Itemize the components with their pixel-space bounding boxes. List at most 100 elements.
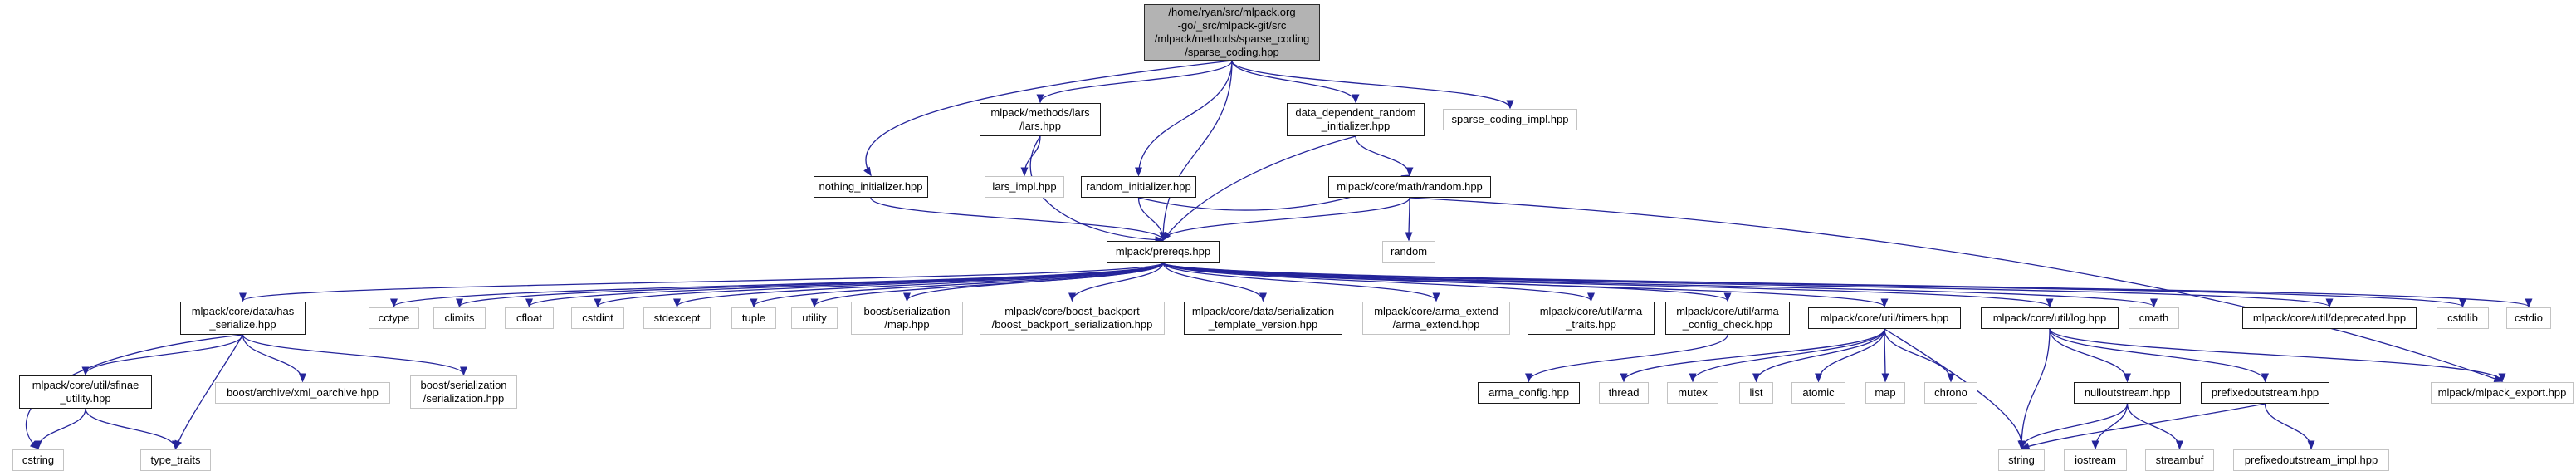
edge-log-to-prefixedoutstream xyxy=(2049,328,2269,383)
edge-nothing-to-prereqs xyxy=(870,197,1167,242)
edge-nulloutstream-to-streambuf xyxy=(2126,403,2183,450)
node-streambuf: streambuf xyxy=(2145,449,2214,471)
edge-prereqs-to-arma_extend xyxy=(1162,262,1440,302)
node-cfloat: cfloat xyxy=(505,307,554,329)
edge-timers-to-thread xyxy=(1620,328,1885,383)
edge-math_random-to-random xyxy=(1405,197,1413,242)
node-climits: climits xyxy=(433,307,486,329)
edge-has_serialize-to-boost_ser xyxy=(242,334,467,376)
edge-prereqs-to-ser_tmpl xyxy=(1162,262,1267,302)
edge-prereqs-to-log xyxy=(1162,262,2054,308)
edge-prereqs-to-arma_config_check xyxy=(1162,262,1732,302)
edge-math_random-to-prereqs xyxy=(1159,197,1410,242)
edge-has_serialize-to-xml_oarchive xyxy=(242,334,306,383)
node-atomic: atomic xyxy=(1791,382,1845,404)
edge-prereqs-to-has_serialize xyxy=(239,262,1164,302)
node-arma_traits[interactable]: mlpack/core/util/arma _traits.hpp xyxy=(1528,302,1655,335)
node-arma_extend: mlpack/core/arma_extend /arma_extend.hpp xyxy=(1362,302,1510,335)
edge-prereqs-to-arma_traits xyxy=(1162,262,1595,302)
edge-prefixedoutstream-to-string xyxy=(2020,403,2266,450)
edge-root-to-random_init xyxy=(1135,60,1233,177)
edge-has_serialize-to-sfinae xyxy=(81,334,244,376)
edge-prereqs-to-cstdlib xyxy=(1162,262,2466,308)
node-cstdlib: cstdlib xyxy=(2437,307,2489,329)
node-list: list xyxy=(1739,382,1773,404)
edge-root-to-data_dep xyxy=(1231,60,1360,104)
node-cstdint: cstdint xyxy=(571,307,624,329)
edge-prereqs-to-utility xyxy=(810,262,1164,308)
node-xml_oarchive: boost/archive/xml_oarchive.hpp xyxy=(215,382,390,404)
edge-math_random-to-mlpack_export xyxy=(1409,197,2504,383)
node-type_traits: type_traits xyxy=(140,449,211,471)
node-cstring: cstring xyxy=(12,449,64,471)
node-mlpack_export: mlpack/mlpack_export.hpp xyxy=(2431,382,2574,404)
node-cctype: cctype xyxy=(369,307,419,329)
node-arma_config_check[interactable]: mlpack/core/util/arma _config_check.hpp xyxy=(1665,302,1790,335)
node-boost_map: boost/serialization /map.hpp xyxy=(851,302,963,335)
edge-arma_config_check-to-arma_config xyxy=(1525,334,1728,383)
node-data_dep[interactable]: data_dependent_random _initializer.hpp xyxy=(1287,103,1425,136)
edge-nulloutstream-to-string xyxy=(2017,403,2129,450)
edge-timers-to-mutex xyxy=(1689,328,1885,383)
node-deprecated[interactable]: mlpack/core/util/deprecated.hpp xyxy=(2242,307,2417,329)
node-nulloutstream[interactable]: nulloutstream.hpp xyxy=(2074,382,2181,404)
node-has_serialize[interactable]: mlpack/core/data/has _serialize.hpp xyxy=(180,302,306,335)
edge-prereqs-to-deprecated xyxy=(1162,262,2333,308)
edge-root-to-lars xyxy=(1036,60,1233,104)
edge-log-to-nulloutstream xyxy=(2049,328,2131,383)
node-arma_config[interactable]: arma_config.hpp xyxy=(1478,382,1580,404)
edge-prereqs-to-cstdio xyxy=(1162,262,2532,308)
node-ser_tmpl[interactable]: mlpack/core/data/serialization _template… xyxy=(1184,302,1342,335)
edge-timers-to-list xyxy=(1752,328,1885,383)
node-pref_impl: prefixedoutstream_impl.hpp xyxy=(2233,449,2389,471)
node-string: string xyxy=(1998,449,2045,471)
node-sc_impl: sparse_coding_impl.hpp xyxy=(1443,109,1577,130)
node-thread: thread xyxy=(1599,382,1649,404)
node-boost_ser: boost/serialization /serialization.hpp xyxy=(410,375,517,409)
node-random: random xyxy=(1382,241,1435,263)
node-lars[interactable]: mlpack/methods/lars /lars.hpp xyxy=(980,103,1101,136)
edge-prereqs-to-cstdint xyxy=(594,262,1164,308)
node-chrono: chrono xyxy=(1924,382,1977,404)
node-sfinae[interactable]: mlpack/core/util/sfinae _utility.hpp xyxy=(19,375,152,409)
node-boost_backport: mlpack/core/boost_backport /boost_backpo… xyxy=(980,302,1165,335)
node-nothing[interactable]: nothing_initializer.hpp xyxy=(814,176,928,198)
edge-prefixedoutstream-to-pref_impl xyxy=(2264,403,2315,450)
edge-prereqs-to-climits xyxy=(456,262,1164,308)
edge-prereqs-to-cfloat xyxy=(525,262,1164,308)
edge-lars-to-lars_impl xyxy=(1020,135,1041,177)
node-prefixedoutstream[interactable]: prefixedoutstream.hpp xyxy=(2201,382,2329,404)
edge-prereqs-to-boost_backport xyxy=(1068,262,1164,302)
node-iostream: iostream xyxy=(2064,449,2127,471)
node-cstdio: cstdio xyxy=(2506,307,2551,329)
edge-timers-to-atomic xyxy=(1815,328,1885,383)
edge-sfinae-to-type_traits xyxy=(85,408,179,450)
node-lars_impl: lars_impl.hpp xyxy=(985,176,1064,198)
node-log[interactable]: mlpack/core/util/log.hpp xyxy=(1981,307,2119,329)
node-random_init[interactable]: random_initializer.hpp xyxy=(1081,176,1196,198)
node-math_random[interactable]: mlpack/core/math/random.hpp xyxy=(1328,176,1491,198)
node-mutex: mutex xyxy=(1667,382,1718,404)
node-map: map xyxy=(1865,382,1905,404)
edge-nulloutstream-to-iostream xyxy=(2091,403,2129,450)
node-stdexcept: stdexcept xyxy=(643,307,711,329)
node-root: /home/ryan/src/mlpack.org -go/_src/mlpac… xyxy=(1144,4,1320,61)
edge-data_dep-to-math_random xyxy=(1355,135,1414,177)
node-utility: utility xyxy=(791,307,838,329)
edge-prereqs-to-timers xyxy=(1162,262,1889,308)
edge-root-to-prereqs xyxy=(1159,60,1233,242)
node-cmath: cmath xyxy=(2129,307,2179,329)
edge-prereqs-to-cmath xyxy=(1162,262,2158,308)
edge-timers-to-map xyxy=(1881,328,1889,383)
edge-sfinae-to-cstring xyxy=(34,408,86,450)
edge-prereqs-to-stdexcept xyxy=(673,262,1164,308)
node-timers[interactable]: mlpack/core/util/timers.hpp xyxy=(1808,307,1961,329)
edge-prereqs-to-boost_map xyxy=(903,262,1164,302)
edge-log-to-mlpack_export xyxy=(2049,328,2506,383)
node-tuple: tuple xyxy=(731,307,776,329)
node-prereqs[interactable]: mlpack/prereqs.hpp xyxy=(1107,241,1220,263)
edge-root-to-sc_impl xyxy=(1231,60,1514,110)
edge-random_init-to-prereqs xyxy=(1137,197,1167,242)
